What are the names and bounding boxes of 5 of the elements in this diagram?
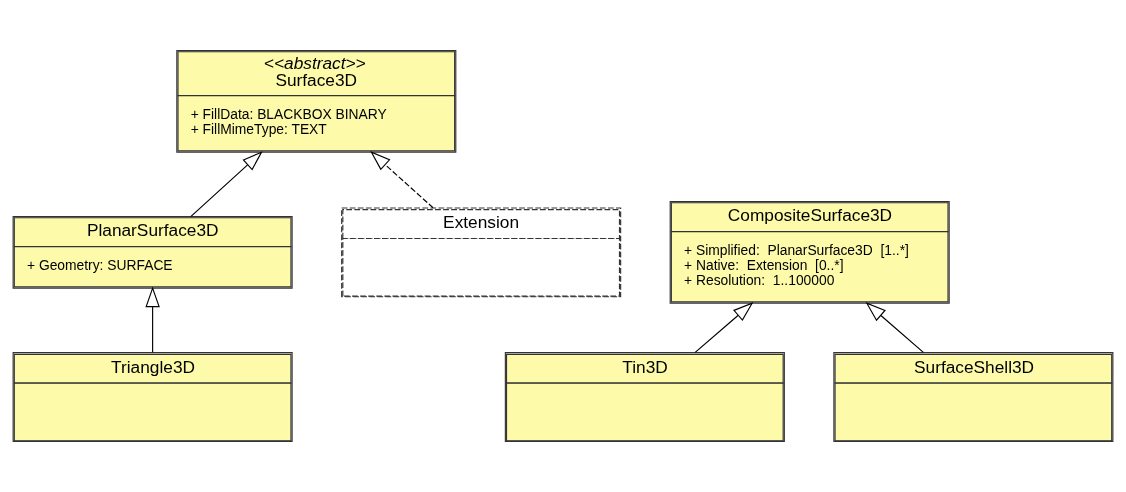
arrow bbox=[694, 302, 754, 353]
arrow bbox=[370, 151, 434, 209]
arrow bbox=[865, 302, 924, 353]
arrow bbox=[190, 151, 263, 217]
arrow bbox=[145, 286, 160, 353]
